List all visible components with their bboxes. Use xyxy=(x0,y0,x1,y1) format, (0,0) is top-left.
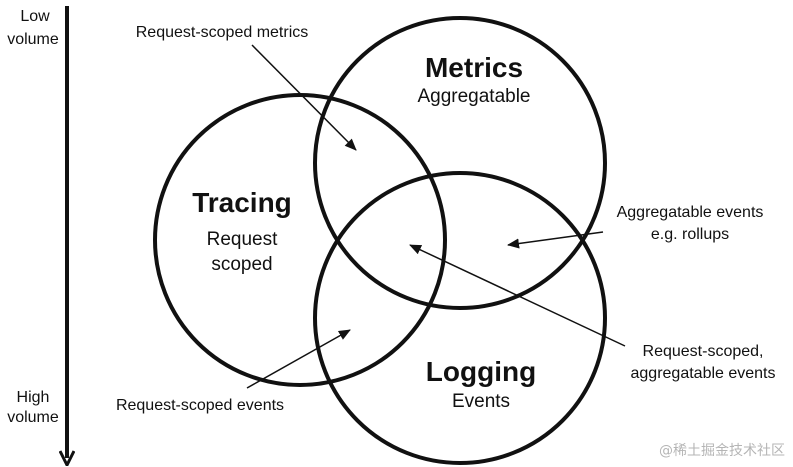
annotation-request-scoped-aggregatable-line1: Request-scoped, xyxy=(643,343,764,360)
annotation-request-scoped-events: Request-scoped events xyxy=(116,397,284,414)
axis-low-label: Low xyxy=(20,8,50,25)
tracing-subtitle-line1: Request xyxy=(207,229,278,250)
metrics-subtitle: Aggregatable xyxy=(417,86,530,107)
arrow-request-scoped-aggregatable xyxy=(409,244,626,347)
arrow-request-scoped-events xyxy=(246,329,351,389)
annotation-request-scoped-metrics: Request-scoped metrics xyxy=(136,24,309,41)
annotation-request-scoped-aggregatable-line2: aggregatable events xyxy=(631,365,776,382)
annotation-aggregatable-events-line1: Aggregatable events xyxy=(617,204,764,221)
arrow-aggregatable-events xyxy=(507,231,604,249)
axis-volume-top-label: volume xyxy=(7,31,59,48)
tracing-subtitle-line2: scoped xyxy=(211,254,272,275)
tracing-title: Tracing xyxy=(192,187,292,218)
tracing-circle xyxy=(153,93,447,387)
axis-high-label: High xyxy=(17,389,50,406)
annotation-aggregatable-events-line2: e.g. rollups xyxy=(651,226,729,243)
axis-volume-bottom-label: volume xyxy=(7,409,59,426)
watermark: @稀土掘金技术社区 xyxy=(659,443,785,459)
arrow-request-scoped-metrics xyxy=(251,44,357,151)
logging-circle xyxy=(313,171,607,465)
logging-subtitle: Events xyxy=(452,391,510,412)
metrics-title: Metrics xyxy=(425,52,523,83)
metrics-circle xyxy=(313,16,607,310)
logging-title: Logging xyxy=(426,356,536,387)
